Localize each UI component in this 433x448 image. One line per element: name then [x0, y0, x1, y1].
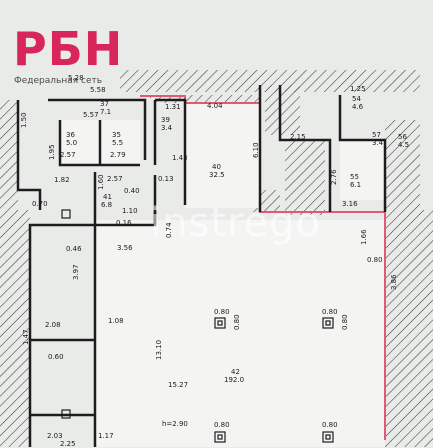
dim-label: 0.40: [124, 187, 140, 195]
column-label: 0.80: [322, 421, 338, 429]
room-42-area: 192.0: [224, 376, 245, 384]
room-55-area: 6.1: [350, 181, 362, 189]
dim-label: 2.15: [290, 133, 306, 141]
dim-label: 1.08: [108, 317, 124, 325]
dim-label: 1.17: [98, 432, 114, 440]
room-57-area: 3.4: [372, 139, 384, 147]
dim-label: 1.31: [165, 103, 181, 111]
dim-label: 0.13: [158, 175, 174, 183]
column-label: 0.80: [341, 314, 349, 330]
room-fills: [60, 103, 385, 447]
dim-label: 5.58: [90, 86, 106, 94]
dim-label: 5.57: [83, 111, 99, 119]
dim-label: 0.74: [165, 222, 173, 238]
dim-label: 3.97: [72, 264, 80, 280]
dim-label: 0.80: [367, 256, 383, 264]
room-39-area: 3.4: [161, 124, 173, 132]
column-label: 0.80: [233, 314, 241, 330]
logo-subtitle: Федеральная сеть: [14, 76, 103, 86]
room-37-area: 7.1: [100, 108, 112, 116]
dim-label: 6.10: [252, 142, 260, 158]
dim-label: 1.43: [172, 154, 188, 162]
room-40-area: 32.5: [209, 171, 225, 179]
dim-label: 1.47: [22, 329, 30, 345]
column-label: 0.80: [322, 308, 338, 316]
room-54-area: 4.6: [352, 103, 364, 111]
dim-label: 1.25: [350, 85, 366, 93]
room-36-area: 5.0: [66, 139, 78, 147]
room-56-number: 56: [398, 133, 407, 141]
room-56-area: 4.5: [398, 141, 410, 149]
dim-label: 2.79: [110, 151, 126, 159]
dim-label: 2.57: [60, 151, 76, 159]
dim-label: 13.10: [155, 339, 163, 360]
dim-label: 1.95: [48, 144, 56, 160]
dim-label: 1.50: [20, 112, 28, 128]
dim-label: 4.04: [207, 102, 223, 110]
room-55-number: 55: [350, 173, 359, 181]
room-37-number: 37: [100, 100, 109, 108]
ceiling-height: h=2.90: [162, 420, 188, 428]
watermark: instrego: [150, 200, 322, 246]
room-41-number: 41: [103, 193, 112, 201]
dim-label: 1.66: [360, 229, 368, 245]
dim-label: 2.57: [107, 175, 123, 183]
dim-label: 2.76: [330, 169, 338, 185]
dim-label: 0.16: [116, 219, 132, 227]
logo-rbn: РБН: [13, 22, 124, 76]
dim-label: 1.60: [97, 174, 105, 190]
dim-label: 0.46: [66, 245, 82, 253]
dim-label: 3.86: [390, 274, 398, 290]
room-39-number: 39: [161, 116, 170, 124]
dim-label: 0.70: [32, 200, 48, 208]
dim-label: 1.82: [54, 176, 70, 184]
room-41-area: 6.8: [101, 201, 113, 209]
dim-label: 5.28: [68, 74, 84, 82]
room-42-number: 42: [231, 368, 240, 376]
room-36-number: 36: [66, 131, 75, 139]
room-54-number: 54: [352, 95, 361, 103]
columns: [61, 209, 334, 443]
dim-label: 3.16: [342, 200, 358, 208]
dim-label: 2.03: [47, 432, 63, 440]
dim-label: 3.56: [117, 244, 133, 252]
dim-label: 2.08: [45, 321, 61, 329]
dim-label: 1.10: [122, 207, 138, 215]
room-40-number: 40: [212, 163, 221, 171]
dim-label: 2.25: [60, 440, 76, 448]
dim-label: 0.60: [48, 353, 64, 361]
column-label: 0.80: [214, 421, 230, 429]
room-35-number: 35: [112, 131, 121, 139]
column-label: 0.80: [214, 308, 230, 316]
room-35-area: 5.5: [112, 139, 124, 147]
dim-label: 15.27: [168, 381, 189, 389]
walls: [16, 85, 387, 447]
room-57-number: 57: [372, 131, 381, 139]
